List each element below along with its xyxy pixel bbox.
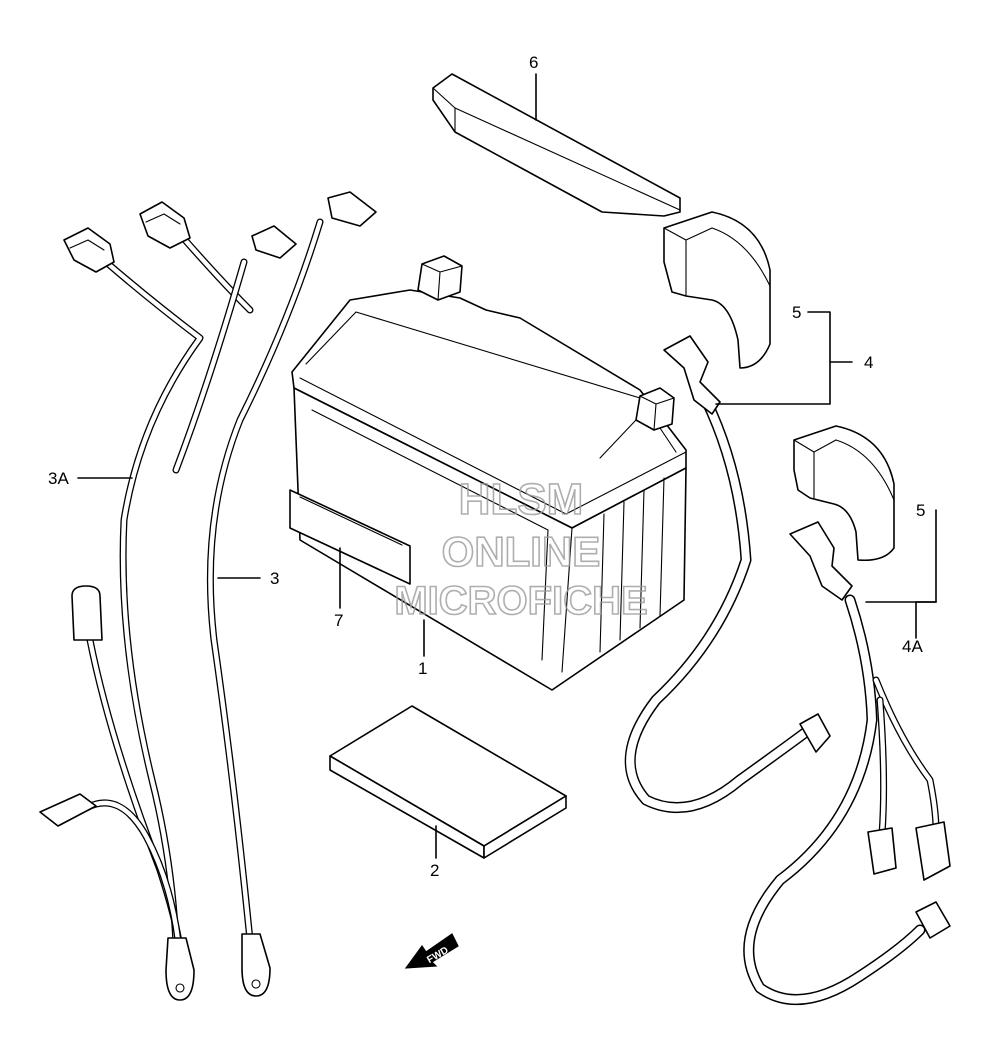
watermark-line-3: MICROFICHE	[394, 579, 647, 623]
fwd-arrow: FWD	[404, 933, 459, 969]
part-2-pad[interactable]	[329, 705, 567, 859]
callout-2: 2	[430, 861, 439, 880]
part-3a-lead[interactable]	[39, 201, 254, 1001]
part-5-lower-cover[interactable]	[793, 425, 895, 562]
callout-4: 4	[864, 353, 873, 372]
part-6-strip[interactable]	[432, 73, 681, 217]
callout-5-lower: 5	[916, 501, 925, 520]
callout-4a: 4A	[902, 637, 923, 656]
part-4a-cable[interactable]	[743, 521, 951, 1005]
part-1-battery[interactable]	[291, 255, 687, 691]
part-5-upper-cover[interactable]	[663, 211, 771, 369]
callout-3: 3	[270, 569, 279, 588]
watermark: HLSM ONLINE MICROFICHE	[394, 474, 649, 624]
callout-5-upper: 5	[792, 303, 801, 322]
watermark-line-2: ONLINE	[442, 528, 601, 575]
part-4-cable[interactable]	[624, 335, 831, 814]
callout-1: 1	[418, 659, 427, 678]
watermark-line-1: HLSM	[459, 475, 584, 524]
callout-7: 7	[334, 611, 343, 630]
callout-6: 6	[529, 53, 538, 72]
leader-lines	[77, 73, 937, 859]
callout-3a: 3A	[48, 469, 69, 488]
part-7-label[interactable]	[289, 489, 411, 585]
part-3-lead[interactable]	[172, 191, 377, 997]
fwd-arrow-label: FWD	[425, 945, 450, 966]
